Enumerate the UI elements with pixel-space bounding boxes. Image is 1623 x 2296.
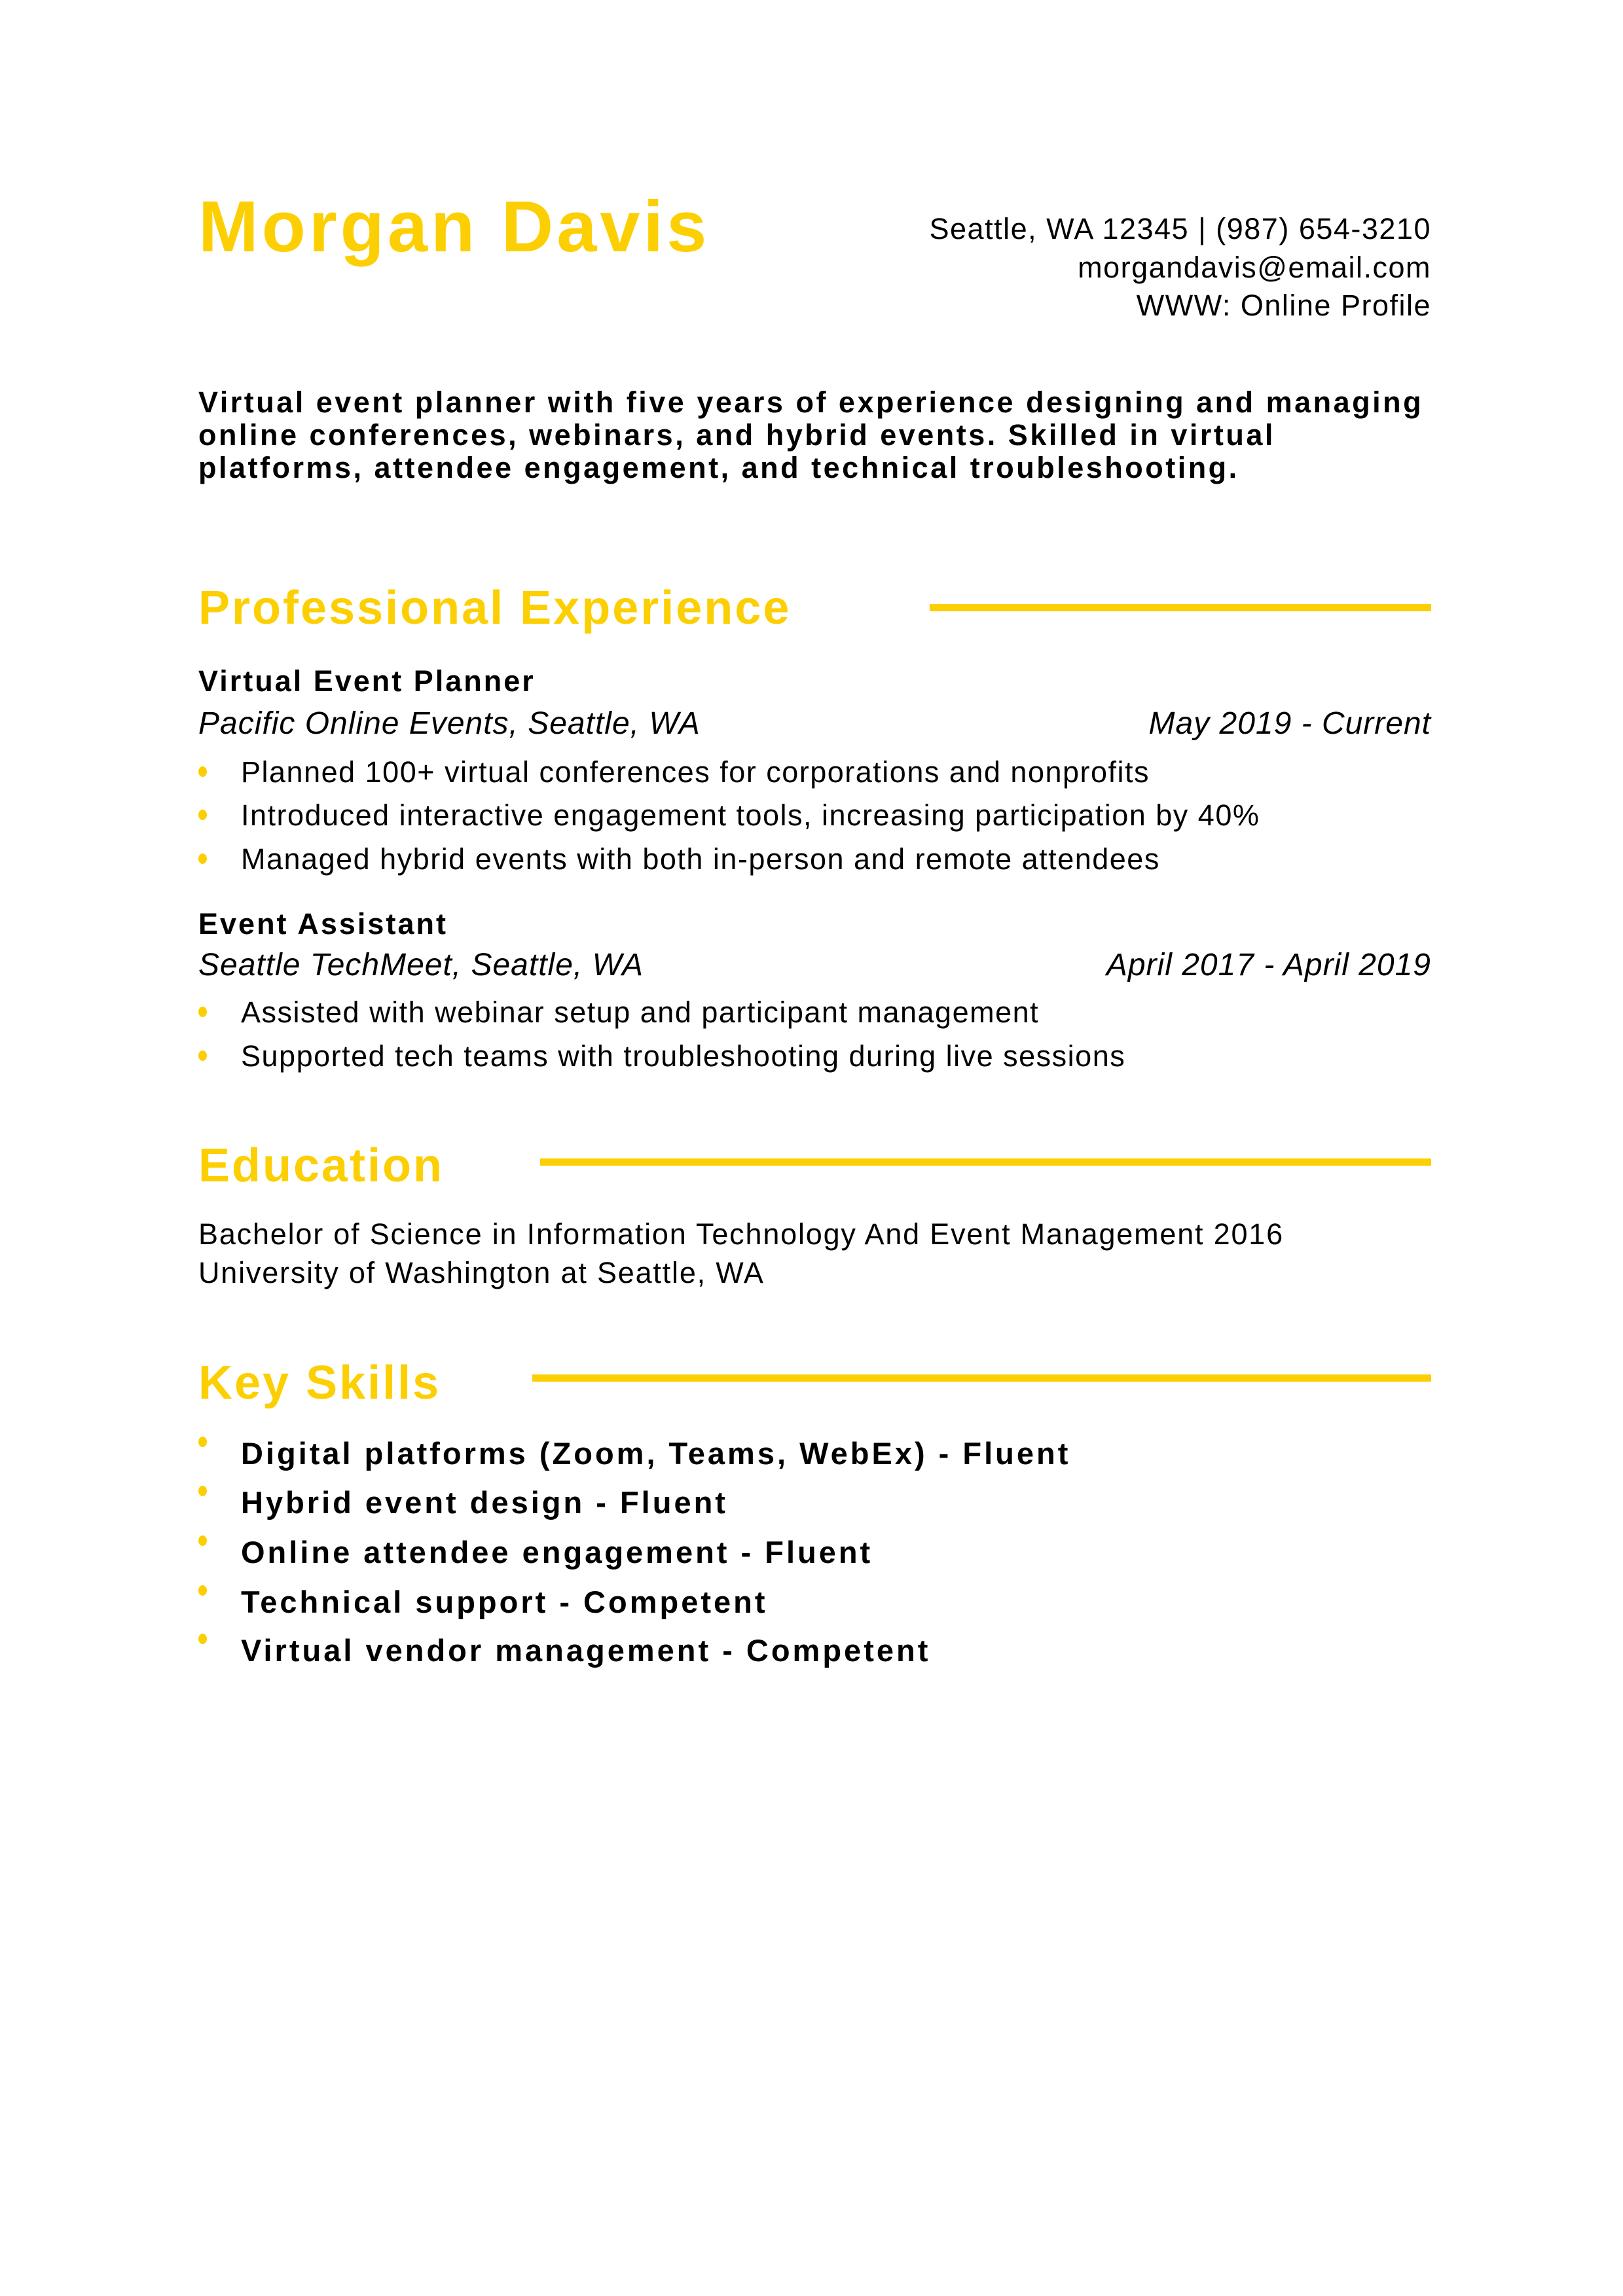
bullet-icon [198, 853, 207, 864]
skill-item: Hybrid event design - Fluent [198, 1485, 728, 1520]
list-item: Assisted with webinar setup and particip… [198, 997, 1039, 1027]
skill-item: Virtual vendor management - Competent [198, 1633, 931, 1668]
bullet-icon [198, 1007, 207, 1017]
candidate-name: Morgan Davis [198, 187, 710, 267]
job-company: Pacific Online Events, Seattle, WA [198, 706, 701, 741]
bullet-icon [198, 1437, 207, 1447]
list-item: Managed hybrid events with both in-perso… [198, 844, 1160, 874]
education-school: University of Washington at Seattle, WA [198, 1256, 765, 1289]
section-heading-experience: Professional Experience [198, 582, 792, 634]
bullet-icon [198, 766, 207, 777]
bullet-icon [198, 1634, 207, 1644]
skill-item: Technical support - Competent [198, 1585, 768, 1619]
bullet-text: Assisted with webinar setup and particip… [241, 996, 1040, 1029]
bullet-icon [198, 1486, 207, 1496]
section-heading-education: Education [198, 1139, 445, 1192]
skill-text: Virtual vendor management - Competent [241, 1633, 931, 1668]
job-company: Seattle TechMeet, Seattle, WA [198, 948, 644, 982]
bullet-icon [198, 810, 207, 820]
section-divider [532, 1374, 1431, 1382]
bullet-icon [198, 1585, 207, 1596]
skill-text: Hybrid event design - Fluent [241, 1485, 728, 1520]
section-heading-skills: Key Skills [198, 1357, 441, 1409]
job-dates: May 2019 - Current [1148, 706, 1431, 741]
bullet-text: Planned 100+ virtual conferences for cor… [241, 755, 1150, 789]
bullet-icon [198, 1535, 207, 1546]
contact-location-phone: Seattle, WA 12345 | (987) 654-3210 [929, 212, 1431, 245]
job-title: Event Assistant [198, 907, 448, 941]
job-dates: April 2017 - April 2019 [1106, 948, 1431, 982]
section-divider [540, 1158, 1431, 1166]
skill-text: Digital platforms (Zoom, Teams, WebEx) -… [241, 1436, 1071, 1471]
list-item: Supported tech teams with troubleshootin… [198, 1041, 1125, 1071]
list-item: Introduced interactive engagement tools,… [198, 800, 1260, 830]
contact-email[interactable]: morgandavis@email.com [1078, 251, 1431, 284]
bullet-text: Supported tech teams with troubleshootin… [241, 1039, 1126, 1073]
contact-website[interactable]: WWW: Online Profile [1136, 289, 1431, 322]
summary: Virtual event planner with five years of… [198, 386, 1424, 484]
section-divider [930, 604, 1431, 611]
skill-text: Online attendee engagement - Fluent [241, 1535, 873, 1570]
bullet-text: Introduced interactive engagement tools,… [241, 798, 1260, 832]
skill-item: Digital platforms (Zoom, Teams, WebEx) -… [198, 1436, 1071, 1471]
education-degree: Bachelor of Science in Information Techn… [198, 1217, 1284, 1251]
skill-item: Online attendee engagement - Fluent [198, 1535, 873, 1570]
list-item: Planned 100+ virtual conferences for cor… [198, 757, 1150, 787]
job-title: Virtual Event Planner [198, 664, 536, 698]
bullet-text: Managed hybrid events with both in-perso… [241, 842, 1160, 876]
bullet-icon [198, 1050, 207, 1061]
skill-text: Technical support - Competent [241, 1585, 768, 1619]
